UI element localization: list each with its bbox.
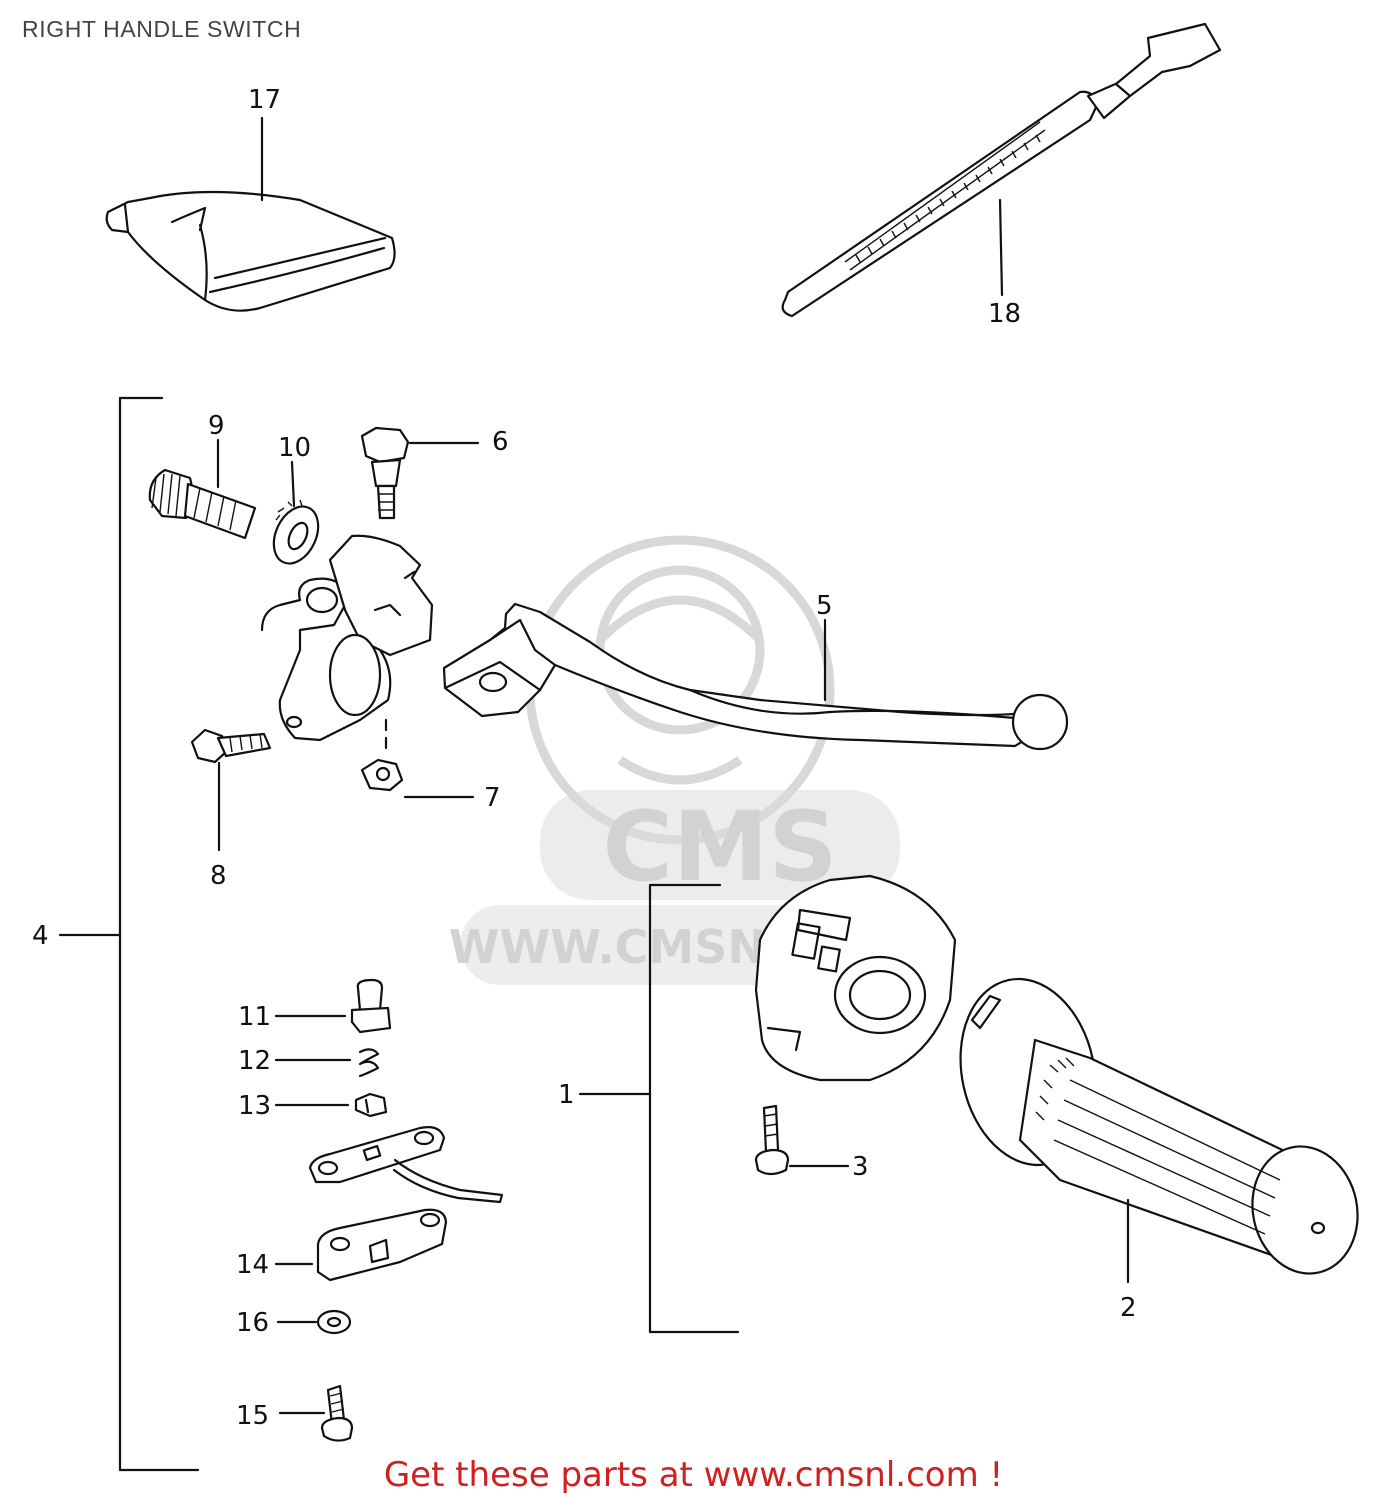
callout-18: 18 <box>988 299 1021 329</box>
throttle-switch-housing <box>754 874 957 1082</box>
callout-13: 13 <box>238 1091 271 1121</box>
part-14-switch-body <box>274 1208 448 1282</box>
part-15-screw <box>278 1384 354 1442</box>
callout-3: 3 <box>852 1152 869 1182</box>
part-2-throttle-grip <box>959 977 1359 1284</box>
part-13-clip <box>274 1092 388 1118</box>
callout-4: 4 <box>32 921 49 951</box>
callout-14: 14 <box>236 1250 269 1280</box>
part-3-screw <box>754 1104 850 1176</box>
callout-15: 15 <box>236 1401 269 1431</box>
part-16-washer <box>276 1309 352 1335</box>
callout-5: 5 <box>816 591 833 621</box>
callout-labels: 17 18 9 10 6 5 8 7 4 11 12 13 1 3 14 16 … <box>32 85 1137 1431</box>
callout-2: 2 <box>1120 1293 1137 1323</box>
part-8-screw <box>190 728 272 852</box>
switch-plate-with-wire <box>308 1126 504 1204</box>
lever-holder <box>260 534 434 742</box>
parts-link-banner[interactable]: Get these parts at www.cmsnl.com ! <box>0 1455 1387 1495</box>
diagram-title: RIGHT HANDLE SWITCH <box>22 16 302 42</box>
assembly-bracket-4 <box>58 396 200 1472</box>
callout-11: 11 <box>238 1002 271 1032</box>
part-18-cable-tie <box>781 22 1222 318</box>
part-6-pivot-bolt <box>360 426 480 520</box>
callout-10: 10 <box>278 433 311 463</box>
part-17-lever-cover <box>105 116 396 312</box>
callout-16: 16 <box>236 1308 269 1338</box>
watermark-logo-text: CMS <box>602 791 837 903</box>
callout-9: 9 <box>208 411 225 441</box>
part-7-nut <box>360 718 475 799</box>
callout-7: 7 <box>484 783 501 813</box>
parts-link-text[interactable]: Get these parts at www.cmsnl.com ! <box>383 1455 1004 1495</box>
callout-6: 6 <box>492 427 509 457</box>
part-11-plunger <box>274 978 392 1034</box>
part-12-spring <box>274 1048 380 1078</box>
part-10-lock-nut <box>272 460 320 565</box>
callout-17: 17 <box>248 85 281 115</box>
callout-1: 1 <box>558 1080 575 1110</box>
callout-12: 12 <box>238 1046 271 1076</box>
part-9-adjuster-bolt <box>148 438 257 540</box>
assembly-bracket-1 <box>578 883 740 1334</box>
callout-8: 8 <box>210 861 227 891</box>
part-5-brake-lever <box>442 602 1069 751</box>
